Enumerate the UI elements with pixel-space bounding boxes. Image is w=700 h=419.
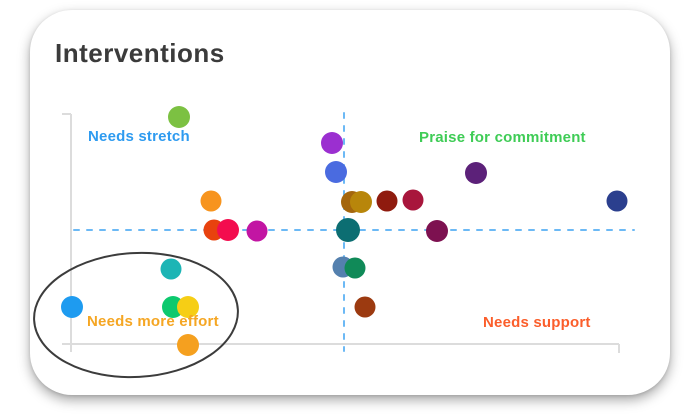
data-point[interactable] — [168, 106, 190, 128]
data-point[interactable] — [336, 218, 360, 242]
data-point[interactable] — [325, 161, 347, 183]
chart-title: Interventions — [55, 38, 225, 68]
quadrant-label-praise-for-commitment: Praise for commitment — [419, 129, 586, 146]
quadrant-label-needs-more-effort: Needs more effort — [87, 313, 219, 330]
data-point[interactable] — [61, 296, 83, 318]
data-point[interactable] — [465, 162, 487, 184]
quadrant-label-needs-stretch: Needs stretch — [88, 128, 190, 145]
data-point[interactable] — [217, 219, 239, 241]
data-point[interactable] — [350, 191, 372, 213]
data-point[interactable] — [354, 296, 376, 318]
data-point[interactable] — [177, 296, 199, 318]
data-point[interactable] — [402, 189, 424, 211]
annotation-ellipse — [33, 251, 239, 379]
quadrant-label-needs-support: Needs support — [483, 314, 591, 331]
data-point[interactable] — [200, 190, 222, 212]
data-point[interactable] — [160, 258, 182, 280]
data-point[interactable] — [606, 190, 628, 212]
data-point[interactable] — [321, 132, 343, 154]
data-point[interactable] — [426, 220, 448, 242]
data-point[interactable] — [376, 190, 398, 212]
data-point[interactable] — [177, 334, 199, 356]
data-point[interactable] — [344, 257, 366, 279]
data-point[interactable] — [246, 220, 268, 242]
